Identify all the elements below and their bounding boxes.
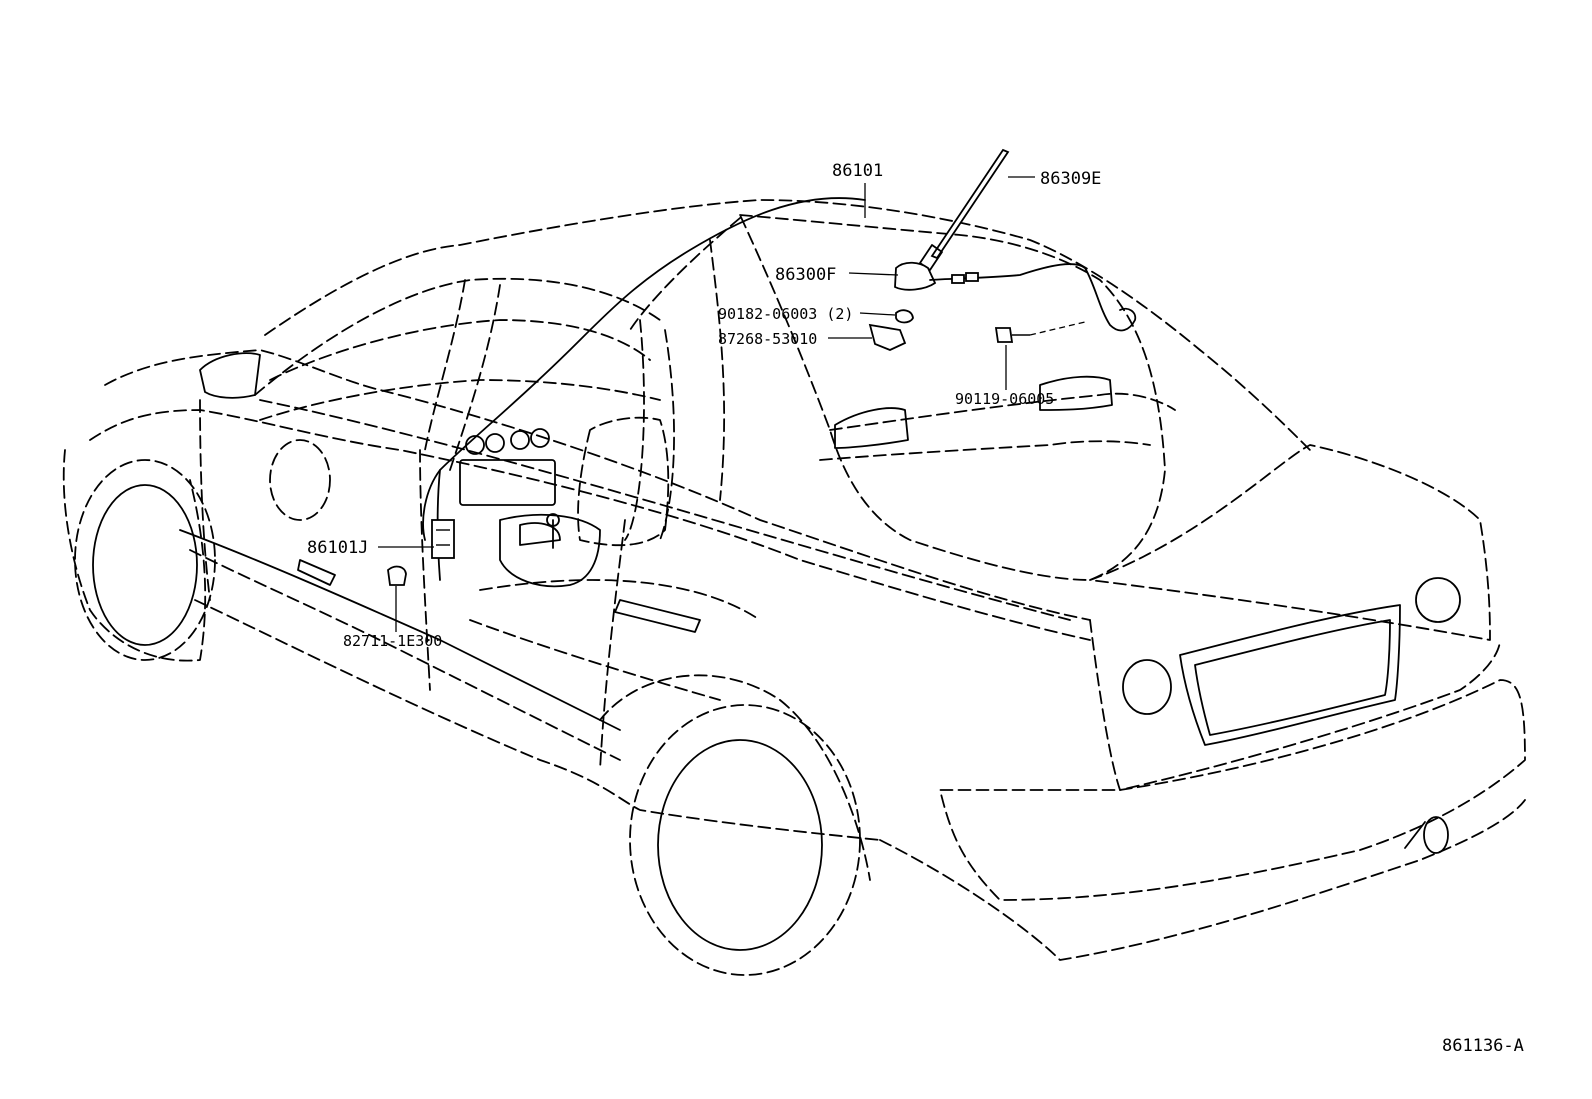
clamp [387,565,407,586]
label-antenna-base: 86300F [775,265,836,285]
label-radio-cable: 86101J [307,538,368,558]
label-bolt: 90119-06005 [955,390,1054,408]
antenna-assembly [387,148,1137,586]
label-antenna-cable: 86101 [832,161,883,181]
antenna-rod [930,148,1010,260]
part-labels: 86101 86309E 86300F 90182-06003 (2) 8726… [307,161,1524,1056]
bracket [868,323,907,351]
diagram-reference-code: 861136-A [1442,1036,1524,1056]
bolt [994,327,1014,343]
radio-cable-connector [431,519,455,559]
car-body-outline [62,199,1526,976]
label-screw: 90182-06003 (2) [718,305,853,323]
screw [895,309,914,324]
label-antenna-rod: 86309E [1040,169,1101,189]
antenna-cable [929,263,1137,332]
leader-lines [378,176,1035,632]
antenna-base [894,261,937,291]
label-bracket: 87268-53010 [718,330,817,348]
label-clamp: 82711-1E300 [343,632,442,650]
